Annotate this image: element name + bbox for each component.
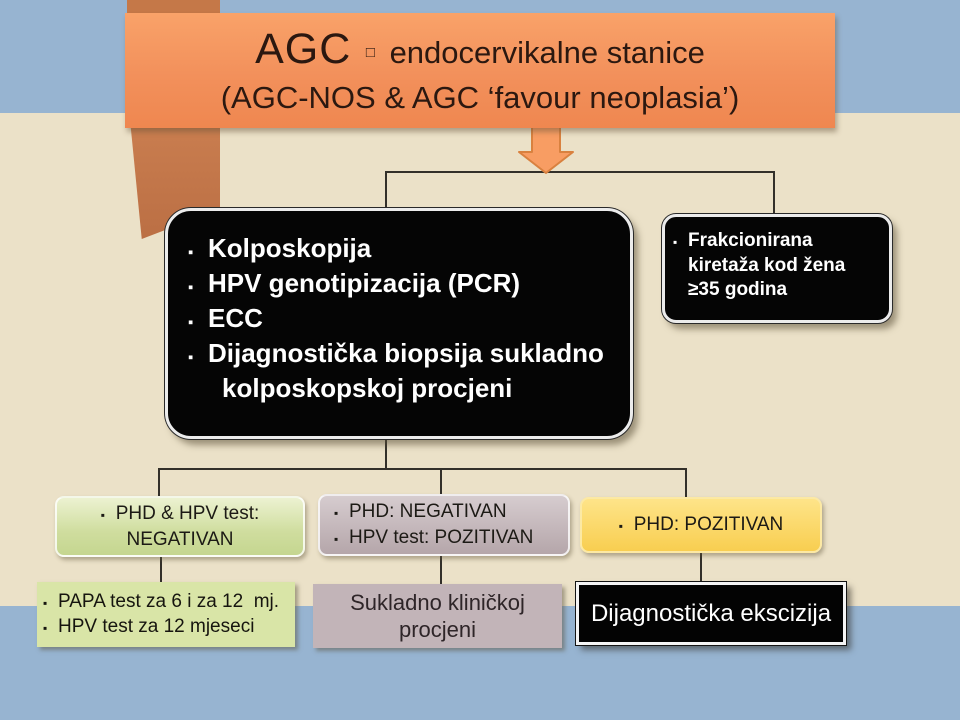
title-main: AGC <box>255 25 352 74</box>
title-square-bullet-icon: □ <box>365 44 375 62</box>
connector-link-middle <box>440 553 442 586</box>
curettage-line-text: ≥35 godina <box>688 279 788 301</box>
connector-mid-stub <box>385 437 387 470</box>
bullet-icon: ▪ <box>334 532 339 546</box>
excision-box: Dijagnostička ekscizija <box>576 582 846 645</box>
bullet-icon: ▪ <box>43 620 48 635</box>
bullet-icon: ▪ <box>100 507 105 522</box>
outcome-mixed-line: ▪ HPV test: POZITIVAN <box>334 525 568 551</box>
connector-link-right <box>700 549 702 584</box>
ribbon-accent-top <box>127 0 220 16</box>
connector-top-horizontal <box>385 171 775 173</box>
curettage-line-text: Frakcionirana <box>688 230 813 251</box>
bullet-icon: ▪ <box>618 519 623 534</box>
outcome-negative-box: ▪ PHD & HPV test: NEGATIVAN <box>55 496 305 557</box>
workup-item-text: Kolposkopija <box>208 233 372 263</box>
outcome-mixed-text: HPV test: POZITIVAN <box>349 527 534 548</box>
title-subtitle: endocervikalne stanice <box>389 35 705 71</box>
outcome-positive-line: ▪ PHD: POZITIVAN <box>619 512 784 538</box>
title-line-2: (AGC-NOS & AGC ‘favour neoplasia’) <box>220 80 740 115</box>
curettage-line: ▪ Frakcionirana <box>673 229 883 254</box>
workup-item-continuation: kolposkopskoj procjeni <box>222 373 513 404</box>
connector-drop-right <box>685 468 687 499</box>
down-arrow-icon <box>510 126 580 176</box>
bullet-icon: ▪ <box>188 244 194 261</box>
followup-line: ▪ HPV test za 12 mjeseci <box>43 615 291 640</box>
bullet-icon: ▪ <box>334 506 339 521</box>
bullet-icon: ▪ <box>188 314 194 332</box>
clinical-line: Sukladno kliničkoj <box>350 589 525 615</box>
connector-drop-middle <box>440 468 442 496</box>
bullet-icon: ▪ <box>43 595 48 610</box>
workup-item-text: HPV genotipizacija (PCR) <box>208 268 521 299</box>
connector-top-right-drop <box>773 171 775 217</box>
outcome-mixed-box: ▪ PHD: NEGATIVAN ▪ HPV test: POZITIVAN <box>318 494 570 556</box>
followup-line: ▪ PAPA test za 6 i za 12 mj. <box>43 590 291 615</box>
connector-link-left <box>160 551 162 584</box>
workup-item: ▪ Dijagnostička biopsija sukladno <box>188 336 616 371</box>
workup-item: ▪ Kolposkopija <box>188 231 616 266</box>
curettage-box: ▪ Frakcionirana kiretaža kod žena ≥35 go… <box>662 214 892 323</box>
workup-box: ▪ Kolposkopija ▪ HPV genotipizacija (PCR… <box>165 208 633 439</box>
outcome-positive-box: ▪ PHD: POZITIVAN <box>580 497 822 553</box>
followup-text: HPV test za 12 mjeseci <box>58 615 255 637</box>
bullet-icon: ▪ <box>188 349 194 367</box>
outcome-negative-line1: ▪ PHD & HPV test: <box>101 501 260 527</box>
workup-item: ▪ ECC <box>188 301 616 336</box>
outcome-mixed-line: ▪ PHD: NEGATIVAN <box>334 499 568 525</box>
followup-text: PAPA test za 6 i za 12 mj. <box>58 590 280 612</box>
outcome-mixed-text: PHD: NEGATIVAN <box>349 501 507 523</box>
connector-top-left-drop <box>385 171 387 209</box>
workup-item: ▪ HPV genotipizacija (PCR) <box>188 266 616 301</box>
title-banner: AGC □ endocervikalne stanice (AGC-NOS & … <box>125 13 835 128</box>
curettage-line-text: kiretaža kod žena <box>688 254 846 276</box>
title-line-1: AGC □ endocervikalne stanice <box>255 23 705 77</box>
followup-box: ▪ PAPA test za 6 i za 12 mj. ▪ HPV test … <box>37 582 295 647</box>
clinical-line: procjeni <box>398 617 477 642</box>
outcome-negative-line2: NEGATIVAN <box>126 528 234 550</box>
bullet-icon: ▪ <box>188 279 194 297</box>
outcome-positive-text: PHD: POZITIVAN <box>633 514 784 536</box>
excision-text: Dijagnostička ekscizija <box>590 599 832 627</box>
clinical-box: Sukladno kliničkoj procjeni <box>313 584 562 648</box>
workup-item-text: Dijagnostička biopsija sukladno <box>208 338 604 369</box>
connector-bottom-horizontal <box>158 468 687 470</box>
bullet-icon: ▪ <box>673 235 678 249</box>
workup-item-text: ECC <box>208 303 263 334</box>
connector-drop-left <box>158 468 160 498</box>
outcome-negative-text: PHD & HPV test: <box>115 502 260 524</box>
